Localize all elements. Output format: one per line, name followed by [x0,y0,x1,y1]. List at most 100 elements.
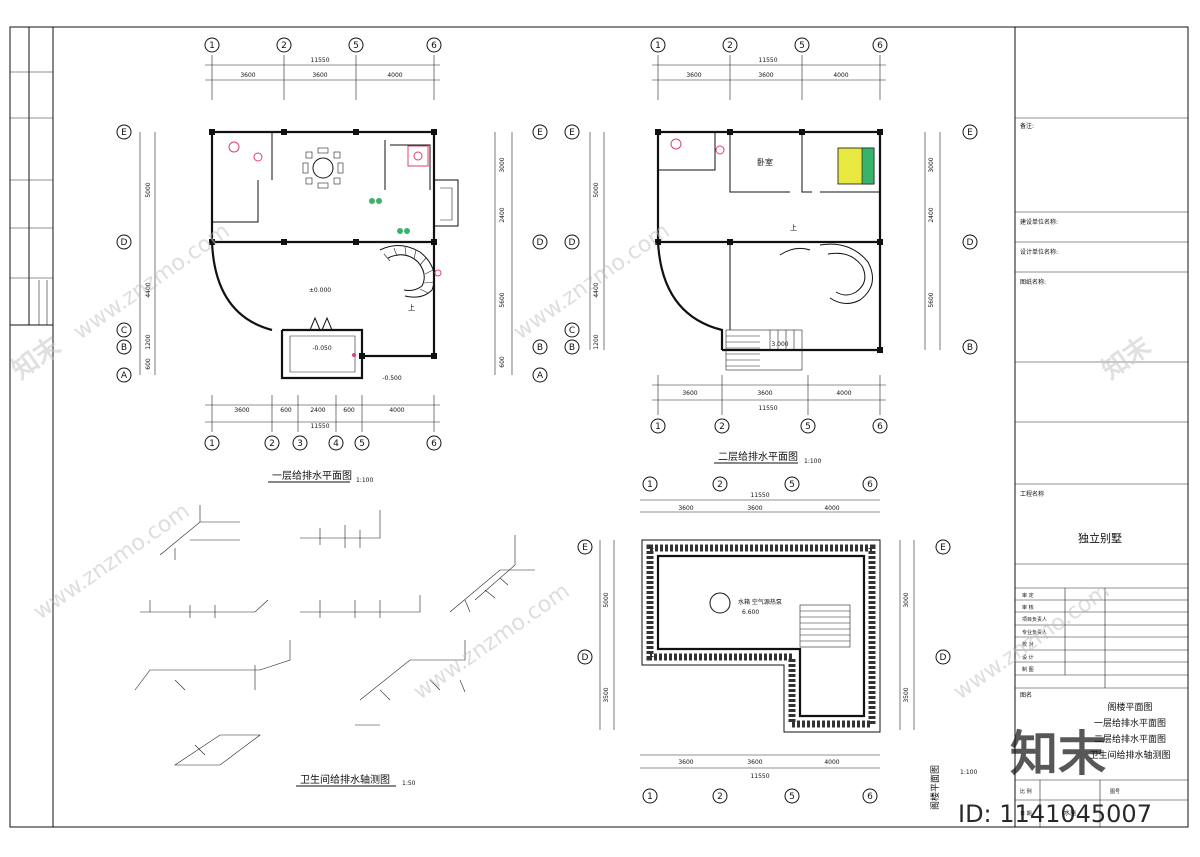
plan1-rdim-a: 3000 [499,157,506,172]
tb-drawing-name-2: 一层给排水平面图 [1094,717,1166,729]
attic-stair [799,604,851,648]
svg-text:3: 3 [297,439,303,449]
plan2-rdim-c: 5600 [928,292,935,307]
roof-bdim-b: 3600 [747,759,762,766]
tb-drawingname-label: 图名 [1020,691,1032,699]
plan1-elev-porch: -0.050 [312,345,332,352]
watermark-brand-1: 知末 [7,331,68,386]
svg-text:E: E [537,128,543,138]
svg-text:6: 6 [877,41,883,51]
svg-text:2: 2 [281,41,287,51]
plan2-ldim-a: 5000 [593,182,600,197]
tb-project-label: 工程名称 [1020,490,1044,498]
tb-role-1: 审 定 [1022,592,1034,599]
kitchen-sink-icon [407,145,429,167]
roof-axis-top: 1 2 5 6 [642,476,878,492]
watermark-site-3: www.znzmo.com [29,499,194,625]
tb-project-name: 独立别墅 [1078,531,1122,545]
tb-date-label: 日 期 [1020,811,1032,817]
roof-note: 水箱 空气源热泵 [738,598,782,606]
tb-note-label: 备注: [1020,122,1034,130]
svg-text:6: 6 [431,41,437,51]
svg-text:B: B [569,343,575,353]
svg-text:5: 5 [789,480,795,490]
svg-text:E: E [569,128,575,138]
roof-ldim-b: 3500 [603,687,610,702]
watermark-brand-2: 知末 [1097,331,1158,386]
plan1-scale: 1:100 [356,477,373,484]
plan1-bdim-e: 4000 [389,407,404,414]
svg-text:1: 1 [655,422,661,432]
dining-table-icon [312,157,334,179]
axon-title: 卫生间给排水轴测图 [300,773,390,786]
svg-text:E: E [940,543,946,553]
plan2-title: 二层给排水平面图 [718,450,798,463]
plan2-axis-left: E D C B [564,124,580,355]
plan1-elev-main: ±0.000 [309,287,331,294]
toilet-icon [228,141,240,153]
inner-frame [52,26,1189,828]
plan2-axis-bottom: 1 2 5 6 [650,418,888,434]
svg-text:C: C [121,326,127,336]
tb-drawing-name-3: 二层给排水平面图 [1094,733,1166,745]
svg-text:5: 5 [799,41,805,51]
svg-text:D: D [121,238,128,248]
tb-client-label: 建设单位名称: [1020,218,1058,226]
svg-text:6: 6 [877,422,883,432]
tb-sheet-no: 水施 [1064,809,1076,817]
svg-text:B: B [967,343,973,353]
watermark-site-2: www.znzmo.com [509,219,674,345]
roof-bdim-a: 3600 [678,759,693,766]
svg-text:1: 1 [655,41,661,51]
watermark-id: ID: 1141045007 [958,800,1152,828]
tb-role-3: 项目负责人 [1022,616,1047,623]
svg-text:2: 2 [717,480,723,490]
water-tank-icon [709,592,731,614]
roof-axis-left: E D [577,539,593,665]
svg-text:D: D [940,653,947,663]
watermark-layer: www.znzmo.com www.znzmo.com www.znzmo.co… [7,219,1158,828]
roof-ldim-a: 5000 [603,592,610,607]
roof-axis-bottom: 1 2 5 6 [642,788,878,804]
plan2-axis-top: 1 2 5 6 [650,37,888,53]
plan2-dim-c: 4000 [833,72,848,79]
plan1-dim-a: 3600 [240,72,255,79]
tb-role-4: 专业负责人 [1022,629,1047,636]
plan1-up-label: 上 [408,303,415,312]
plan2-rdim-a: 3000 [928,157,935,172]
svg-text:2: 2 [727,41,733,51]
svg-text:5: 5 [789,792,795,802]
roof-elev: 6.600 [742,609,759,616]
svg-text:E: E [582,543,588,553]
plan1-axis-right: E D B A [532,124,548,383]
svg-text:B: B [121,343,127,353]
plan1-btotal-dim: 11550 [310,423,329,430]
plan2-ldim-c: 1200 [593,334,600,349]
plan1-rdim-d: 600 [499,356,506,368]
bathroom-axonometric [134,505,535,766]
outer-frame [9,26,1189,828]
toilet-icon-2 [670,138,682,150]
tb-scale-label: 比 例 [1020,788,1032,795]
plan1-dim-c: 4000 [387,72,402,79]
svg-text:2: 2 [717,792,723,802]
svg-text:6: 6 [867,480,873,490]
tb-drawing-label: 图纸名称: [1020,278,1046,286]
axon-scale: 1:50 [402,780,416,787]
plan2-dim-b: 3600 [758,72,773,79]
svg-text:5: 5 [805,422,811,432]
plan1-rdim-b: 2400 [499,207,506,222]
tb-role-5: 校 对 [1022,641,1034,648]
roof-scale: 1:100 [960,769,977,776]
plan2-total-dim: 11550 [758,57,777,64]
roof-title: 阁楼平面图 [929,765,941,810]
svg-text:D: D [967,238,974,248]
svg-text:2: 2 [719,422,725,432]
watermark-site-1: www.znzmo.com [69,219,234,345]
svg-text:C: C [569,326,575,336]
second-floor-plan: 11550 3600 3600 4000 3600 3600 4000 1155… [564,37,978,465]
plan2-btotal-dim: 11550 [758,405,777,412]
svg-text:E: E [121,128,127,138]
plan1-axis-bottom: 1 2 3 4 5 6 [204,435,442,451]
